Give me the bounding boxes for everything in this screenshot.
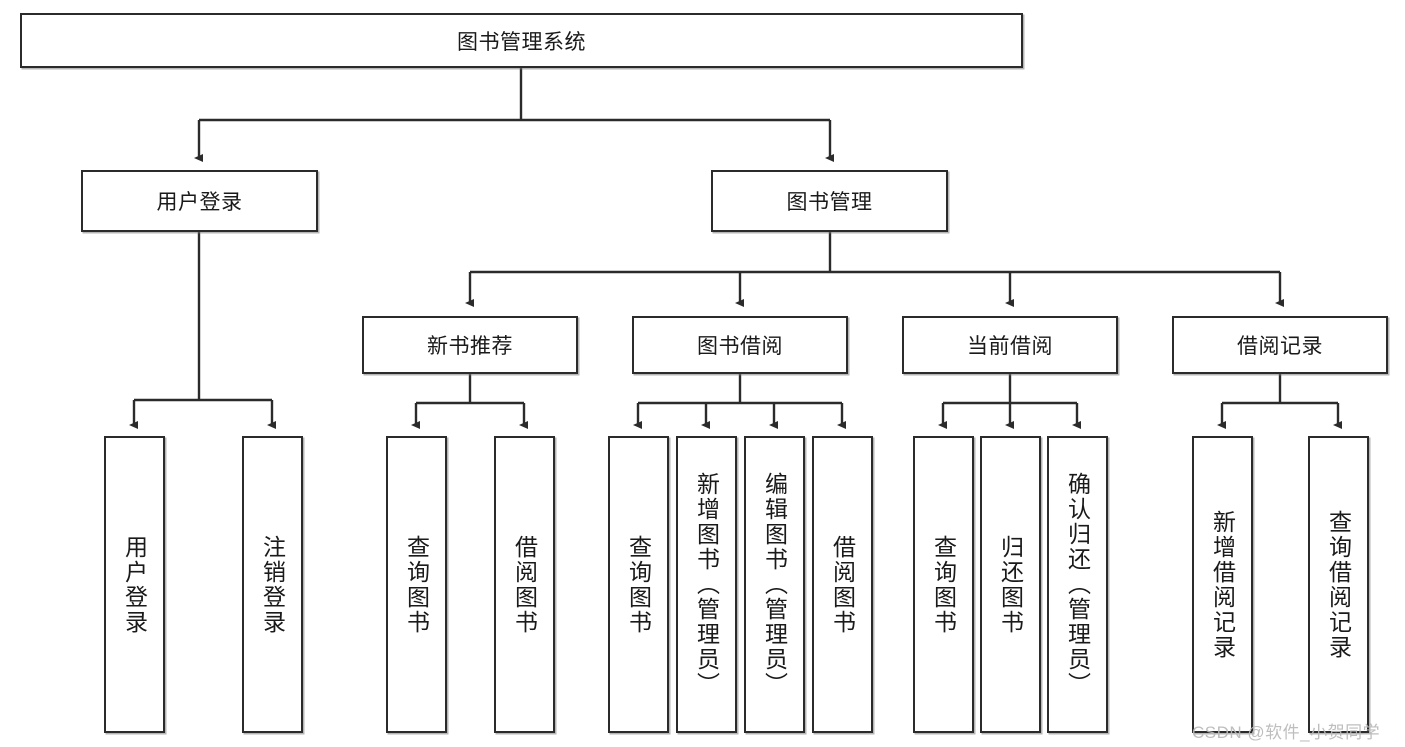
node-borrow-record[interactable]: 借阅记录: [1172, 316, 1388, 374]
leaf-query-book-current[interactable]: 查询图书: [913, 436, 974, 733]
node-current-borrow[interactable]: 当前借阅: [902, 316, 1118, 374]
leaf-query-book-borrow[interactable]: 查询图书: [608, 436, 669, 733]
node-label: 查询图书: [403, 534, 430, 635]
node-label: 借阅记录: [1237, 335, 1323, 358]
node-label: 归还图书: [997, 534, 1024, 635]
node-label: 新增图书（管理员）: [693, 472, 720, 697]
leaf-logout-login[interactable]: 注销登录: [242, 436, 303, 733]
leaf-query-borrow-record[interactable]: 查询借阅记录: [1308, 436, 1369, 733]
node-label: 图书管理系统: [457, 30, 586, 54]
node-book-management-system[interactable]: 图书管理系统: [20, 13, 1023, 68]
node-new-book-recommend[interactable]: 新书推荐: [362, 316, 578, 374]
leaf-query-book-newbook[interactable]: 查询图书: [386, 436, 447, 733]
node-label: 查询图书: [930, 534, 957, 635]
node-book-management[interactable]: 图书管理: [711, 170, 948, 232]
node-label: 查询图书: [625, 534, 652, 635]
node-label: 当前借阅: [967, 335, 1053, 358]
leaf-add-borrow-record[interactable]: 新增借阅记录: [1192, 436, 1253, 733]
node-user-login[interactable]: 用户登录: [81, 170, 318, 232]
node-label: 图书管理: [786, 191, 873, 214]
leaf-return-book[interactable]: 归还图书: [980, 436, 1041, 733]
node-label: 确认归还（管理员）: [1064, 472, 1091, 697]
node-label: 编辑图书（管理员）: [761, 472, 788, 697]
leaf-add-book-admin[interactable]: 新增图书（管理员）: [676, 436, 737, 733]
node-label: 借阅图书: [829, 534, 856, 635]
leaf-borrow-book-newbook[interactable]: 借阅图书: [494, 436, 555, 733]
node-label: 新增借阅记录: [1209, 509, 1236, 660]
node-book-borrow[interactable]: 图书借阅: [632, 316, 848, 374]
node-label: 用户登录: [121, 534, 148, 635]
node-label: 注销登录: [259, 534, 286, 635]
node-label: 用户登录: [156, 191, 243, 214]
leaf-confirm-return-admin[interactable]: 确认归还（管理员）: [1047, 436, 1108, 733]
node-label: 新书推荐: [427, 335, 513, 358]
csdn-watermark: CSDN @软件_小贺同学: [1192, 723, 1381, 742]
node-label: 图书借阅: [697, 335, 783, 358]
node-label: 查询借阅记录: [1325, 509, 1352, 660]
node-label: 借阅图书: [511, 534, 538, 635]
leaf-edit-book-admin[interactable]: 编辑图书（管理员）: [744, 436, 805, 733]
leaf-borrow-book[interactable]: 借阅图书: [812, 436, 873, 733]
leaf-user-login[interactable]: 用户登录: [104, 436, 165, 733]
